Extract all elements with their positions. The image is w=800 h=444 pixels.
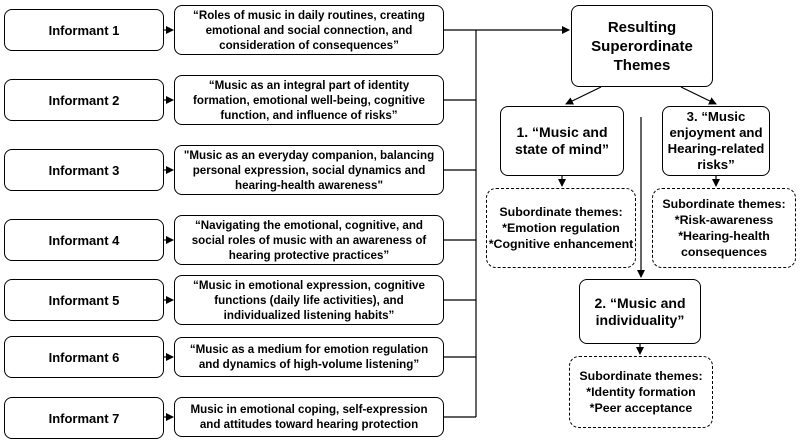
informant-2-description: “Music as an integral part of identity f… [174,75,444,125]
informant-6-box: Informant 6 [4,336,164,378]
informant-5-box: Informant 5 [4,279,164,321]
subtheme-item: *Emotion regulation [502,221,620,235]
subthemes-title: Subordinate themes: [662,197,786,211]
informant-2-box: Informant 2 [4,79,164,121]
subthemes-title: Subordinate themes: [579,369,703,383]
theme-1-box: 1. “Music and state of mind” [500,106,624,176]
subtheme-item: *Identity formation [586,385,696,399]
subtheme-item: *Peer acceptance [589,401,693,415]
informant-7-description: Music in emotional coping, self-expressi… [174,397,444,437]
informant-6-description: “Music as a medium for emotion regulatio… [174,337,444,377]
informant-5-description: “Music in emotional expression, cognitiv… [174,275,444,325]
informant-4-description: “Navigating the emotional, cognitive, an… [174,215,444,265]
subtheme-item: *Cognitive enhancement [488,237,634,251]
theme-3-box: 3. “Music enjoyment and Hearing-related … [662,106,770,176]
informant-3-box: Informant 3 [4,149,164,191]
subtheme-item: *Risk-awareness [674,213,774,227]
theme-2-subthemes: Subordinate themes: *Identity formation … [569,356,713,428]
theme-1-subthemes: Subordinate themes: *Emotion regulation … [486,188,636,268]
informant-1-description: “Roles of music in daily routines, creat… [174,5,444,55]
theme-2-box: 2. “Music and individuality” [579,279,701,344]
subtheme-item: *Hearing-health consequences [678,229,770,259]
result-box: Resulting Superordinate Themes [571,5,713,87]
informant-1-box: Informant 1 [4,9,164,51]
arrow-to-theme-1 [565,86,602,105]
informant-3-description: "Music as an everyday companion, balanci… [174,145,444,195]
subthemes-title: Subordinate themes: [499,205,623,219]
informant-4-box: Informant 4 [4,219,164,261]
arrow-to-theme-3 [680,86,717,105]
informant-7-box: Informant 7 [4,397,164,439]
theme-3-subthemes: Subordinate themes: *Risk-awareness *Hea… [652,188,796,268]
